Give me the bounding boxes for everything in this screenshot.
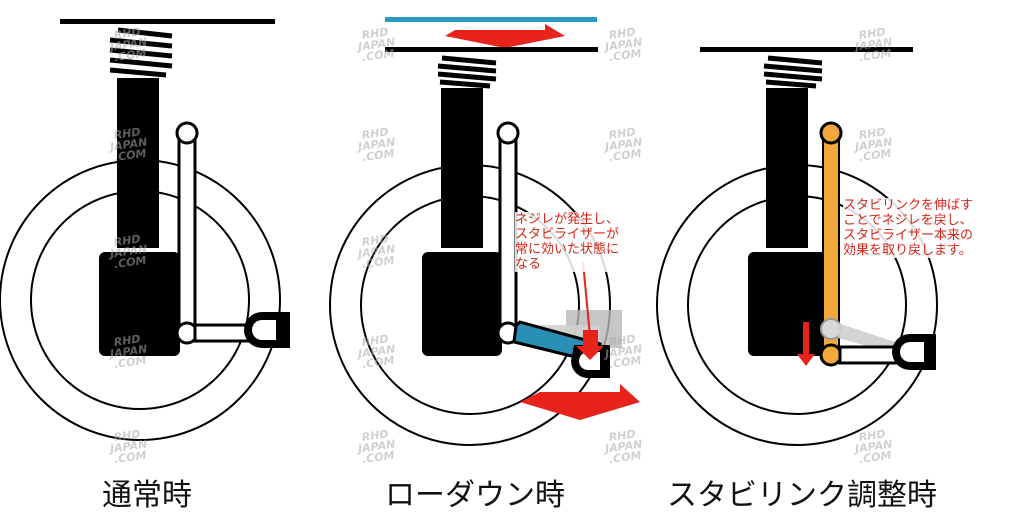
caption-normal: 通常時 xyxy=(102,478,192,513)
caption-lowdown: ローダウン時 xyxy=(385,478,565,513)
note-lowdown: ネジレが発生し、 スタビライザーが 常に効いた状態に なる xyxy=(515,212,620,272)
stabilizer-link xyxy=(498,131,518,335)
down-arrow-icon xyxy=(445,24,565,48)
note-adjusted: スタビリンクを伸ばす ことでネジレを戻し、 スタビライザー本来の 効果を取り戻し… xyxy=(843,198,974,258)
body-mount-plate xyxy=(700,47,913,52)
shock-upper xyxy=(766,88,808,248)
stabilizer-bar xyxy=(193,323,253,343)
link-upper-joint xyxy=(175,121,199,145)
body-mount-plate xyxy=(60,19,275,24)
shock-upper xyxy=(441,88,483,248)
link-upper-joint xyxy=(496,121,520,145)
shock-lower xyxy=(748,252,828,356)
panel-lowdown xyxy=(329,17,640,446)
caption-adjusted: スタビリンク調整時 xyxy=(667,478,937,513)
shock-upper xyxy=(117,78,159,248)
coil-spring xyxy=(763,55,823,89)
link-upper-joint xyxy=(819,121,843,145)
stabilizer-link xyxy=(177,131,197,335)
shock-lower xyxy=(99,252,180,356)
coil-spring xyxy=(109,27,173,78)
original-body-line xyxy=(385,17,597,22)
stabilizer-bar xyxy=(838,345,898,365)
pointer-line xyxy=(582,261,591,337)
shock-lower xyxy=(422,252,502,356)
panel-normal xyxy=(0,19,290,441)
down-arrow-icon xyxy=(797,322,815,366)
body-mount-plate xyxy=(385,47,598,52)
panel-adjusted xyxy=(656,47,938,446)
down-arrow-icon xyxy=(576,330,604,360)
down-arrow-icon xyxy=(520,384,640,420)
coil-spring xyxy=(437,55,497,89)
link-lower-joint xyxy=(819,343,843,367)
